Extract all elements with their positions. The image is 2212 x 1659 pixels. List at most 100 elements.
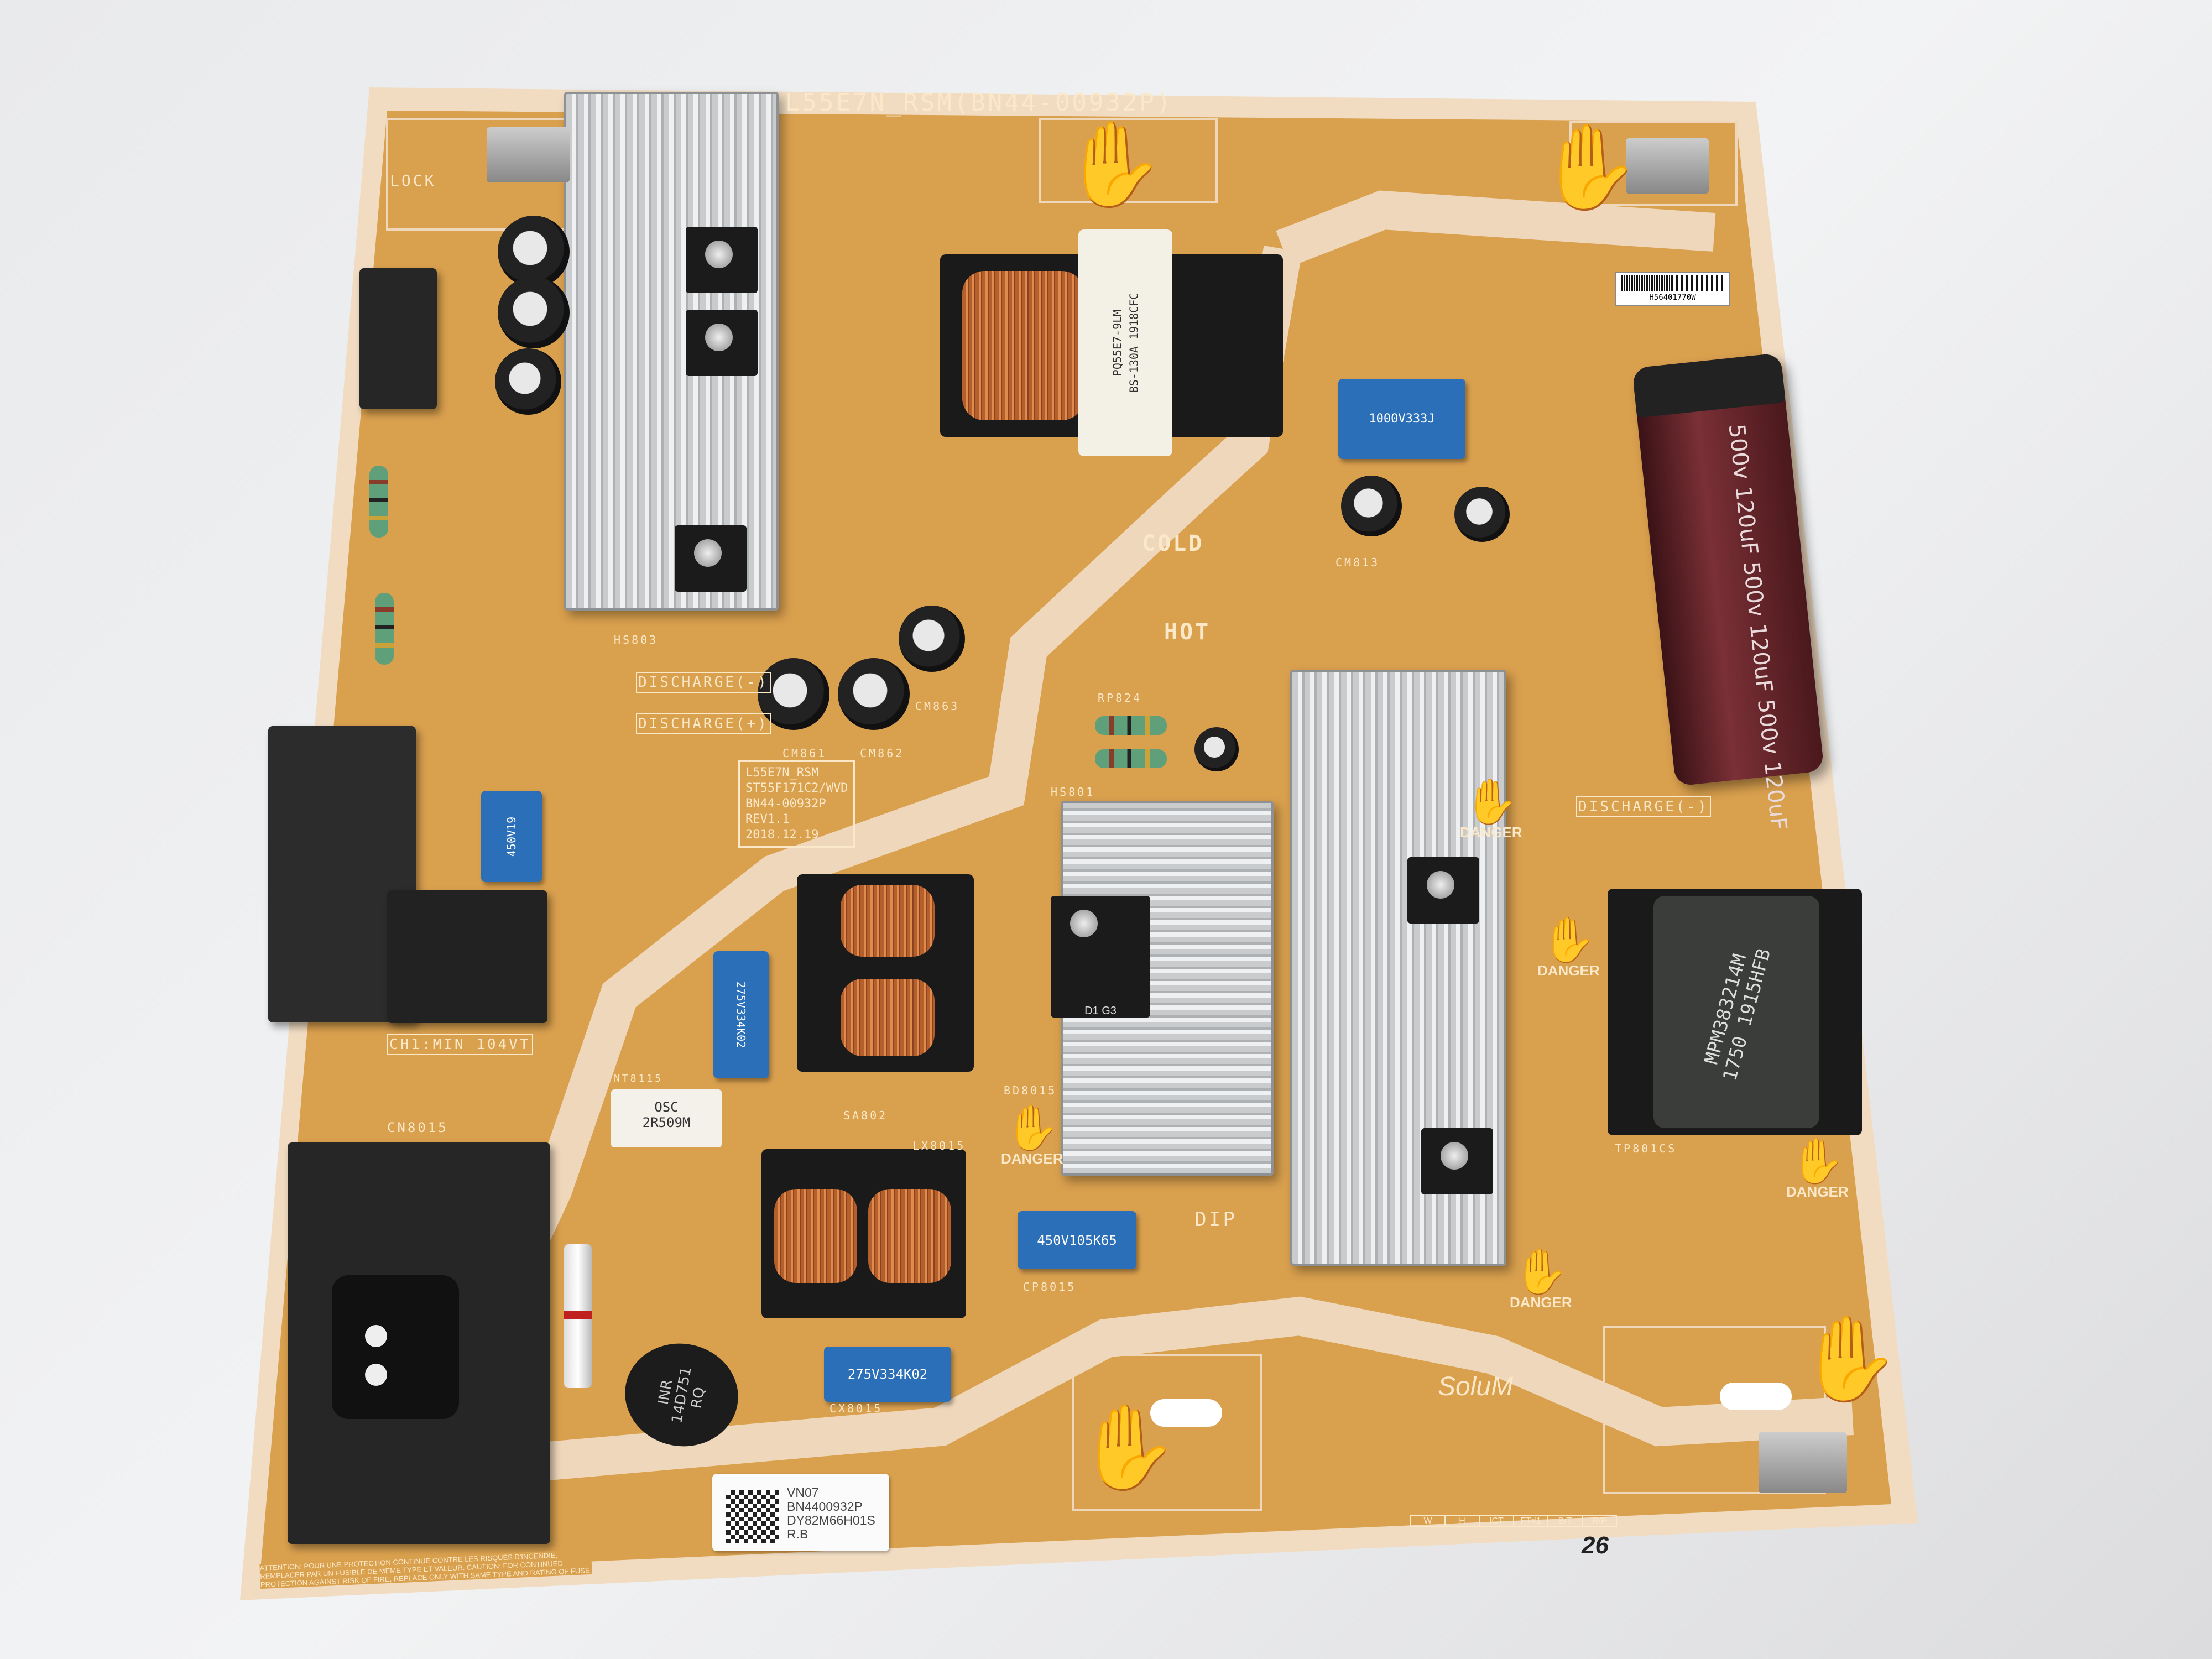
barcode-sticker: H56401770W: [1615, 272, 1730, 306]
sa802-label: SA802: [843, 1109, 888, 1122]
choke-winding: [774, 1189, 857, 1283]
cap-value: 120uF: [1730, 484, 1763, 556]
danger-mark: ✋DANGER: [1537, 918, 1600, 979]
serial-label: VN07 BN4400932P DY82M66H01S R.B: [712, 1474, 889, 1551]
transformer-right-core: MPM383214M 1750 1915HFB: [1653, 896, 1819, 1128]
transformer-winding: [962, 271, 1084, 420]
output-connector: [359, 268, 437, 409]
transformer-text: PQ55E7-9LM: [1110, 309, 1124, 377]
danger-hand-icon: ✋: [1790, 1136, 1845, 1186]
electrolytic-capacitor: [1194, 727, 1239, 771]
danger-label: DANGER: [1510, 1294, 1572, 1311]
choke-winding: [868, 1189, 951, 1283]
capacitor-label: 1000V333J: [1369, 412, 1435, 426]
danger-mark: ✋DANGER: [1460, 780, 1522, 841]
danger-label: DANGER: [1786, 1183, 1849, 1200]
barcode: [1621, 275, 1724, 291]
danger-label: DANGER: [1537, 962, 1600, 979]
transistor: [686, 227, 758, 293]
danger-hand-icon: ✋: [1541, 915, 1597, 964]
line-filter-block: [387, 890, 547, 1023]
hs803-label: HS803: [614, 633, 659, 646]
electrolytic-capacitor: [899, 606, 965, 672]
danger-mark: ✋DANGER: [1001, 1106, 1063, 1167]
danger-label: DANGER: [1460, 824, 1522, 841]
sticker-line: VN07: [787, 1485, 819, 1500]
ac-socket[interactable]: [332, 1275, 459, 1419]
hand-icon: ✋: [1797, 1312, 1901, 1405]
film-capacitor: 450V19: [481, 791, 542, 882]
electrolytic-capacitor: [758, 658, 830, 730]
hand-icon: ✋: [1537, 121, 1641, 213]
transistor: [686, 310, 758, 376]
cx8015-label: CX8015: [830, 1402, 883, 1415]
transistor: [675, 525, 747, 592]
sticker-line: DY82M66H01S: [787, 1513, 875, 1527]
choke-winding: [841, 885, 935, 957]
ntc-text: 2R509M: [642, 1115, 691, 1130]
solum-logo: SoluM: [1438, 1372, 1514, 1401]
hot-label: HOT: [1164, 619, 1211, 645]
info-block: L55E7N_RSM ST55F171C2/WVD BN44-00932P RE…: [738, 760, 855, 848]
film-capacitor: 450V105K65: [1018, 1211, 1136, 1269]
dip-label: DIP: [1194, 1208, 1238, 1231]
table-header: W: [1411, 1516, 1446, 1526]
transformer-text: BS-130A 1918CFC: [1127, 293, 1140, 393]
cap-value: 120uF: [1744, 622, 1777, 694]
cp8015-label: CP8015: [1023, 1280, 1077, 1293]
film-capacitor: 1000V333J: [1338, 379, 1465, 459]
cap-voltage: 500v: [1738, 560, 1770, 618]
choke-winding: [841, 979, 935, 1056]
ac-inlet-connector[interactable]: [288, 1142, 550, 1544]
table-header: FT#1: [1514, 1516, 1548, 1526]
lx8015-label: LX8015: [912, 1139, 966, 1152]
danger-hand-icon: ✋: [1004, 1103, 1060, 1152]
resistor: [369, 466, 388, 538]
capacitor-label: 275V334K02: [847, 1366, 928, 1382]
electrolytic-capacitor: [498, 276, 570, 348]
metal-clip: [1626, 138, 1709, 194]
ntc-thermistor: OSC 2R509M: [611, 1089, 722, 1147]
resistor: [375, 593, 394, 665]
x-capacitor: 275V334K02: [824, 1347, 951, 1402]
transistor: [1407, 857, 1479, 924]
ch1-label: CH1:MIN 104VT: [387, 1034, 533, 1055]
danger-mark: ✋DANGER: [1510, 1250, 1572, 1311]
handwritten-mark: 26: [1582, 1532, 1609, 1559]
rp824-label: RP824: [1098, 691, 1142, 705]
barcode-text: H56401770W: [1649, 293, 1696, 302]
metal-clip: [1759, 1432, 1847, 1493]
resistor: [1095, 716, 1167, 735]
ntc-text: OSC: [654, 1099, 679, 1115]
test-table: W H ICT FT#1 B/T R/F: [1410, 1515, 1617, 1527]
danger-hand-icon: ✋: [1463, 777, 1519, 826]
danger-hand-icon: ✋: [1513, 1247, 1569, 1296]
cap-voltage: 500v: [1723, 422, 1755, 481]
cold-label: COLD: [1142, 531, 1204, 556]
capacitor-label: 450V105K65: [1037, 1232, 1117, 1248]
cap-voltage: 500v: [1752, 698, 1784, 756]
table-header: R/F: [1592, 1516, 1606, 1526]
cm863-label: CM863: [915, 700, 960, 713]
danger-mark: ✋DANGER: [1786, 1139, 1849, 1201]
capacitor-label: 450V19: [505, 816, 518, 857]
electrolytic-capacitor: [1454, 487, 1510, 542]
hs801-label: HS801: [1051, 785, 1095, 799]
ac-pin: [365, 1325, 387, 1347]
x-capacitor: 275V334K02: [713, 951, 769, 1078]
discharge-minus-right-label: DISCHARGE(-): [1576, 796, 1711, 817]
hand-icon: ✋: [1076, 1401, 1179, 1494]
transistor: [1421, 1128, 1493, 1194]
danger-label: DANGER: [1001, 1150, 1063, 1167]
electrolytic-capacitor: [498, 216, 570, 288]
info-line: 2018.12.19: [745, 828, 819, 842]
info-line: BN44-00932P: [745, 797, 826, 811]
sticker-line: R.B: [787, 1527, 808, 1541]
mounting-slot: [1150, 1399, 1222, 1427]
tp801cs-label: TP801CS: [1615, 1142, 1677, 1155]
capacitor-label: 275V334K02: [734, 981, 748, 1048]
fuse: [564, 1244, 592, 1388]
electrolytic-capacitor: [1341, 476, 1402, 536]
lock-label: LOCK: [390, 171, 436, 190]
discharge-plus-label: DISCHARGE(+): [636, 713, 771, 734]
